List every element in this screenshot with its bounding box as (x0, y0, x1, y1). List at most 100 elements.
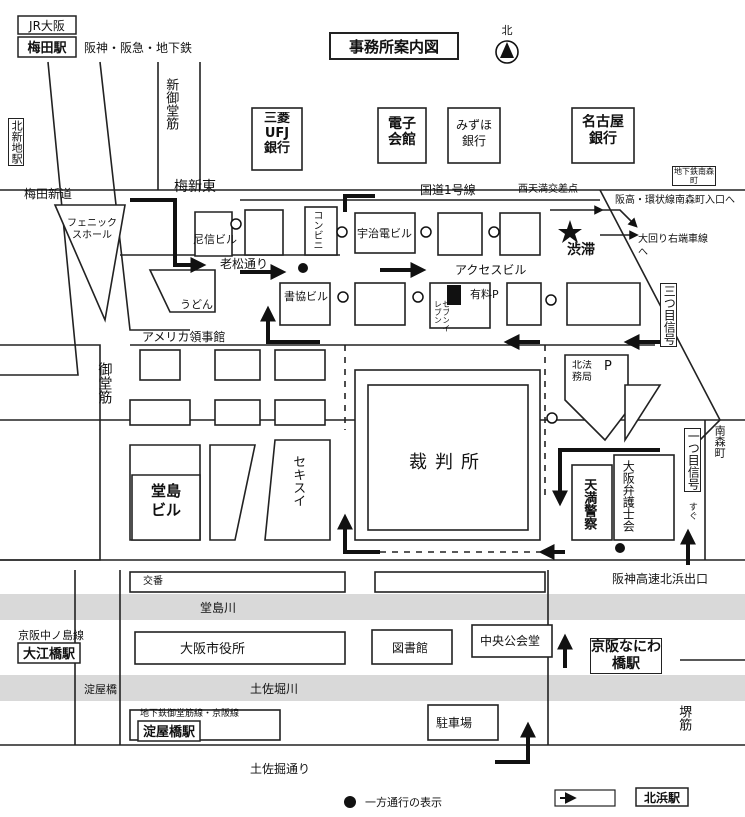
road-left-vertical (0, 61, 79, 376)
congestion-star-icon (558, 220, 582, 243)
kitashinchi-label: 北新地駅 (8, 118, 25, 166)
seven-vertical: セブンイレブン (433, 300, 449, 332)
block-o (374, 571, 546, 593)
denshi-label: 電子会館 (388, 116, 416, 149)
minamimorimachi-vertical: 南森町 (713, 425, 727, 458)
tosabori-river (0, 675, 745, 701)
city-hall-building (134, 631, 346, 665)
public-hall-label: 中央公会堂 (480, 633, 540, 648)
koban-block (129, 571, 346, 593)
library-label: 図書館 (392, 640, 428, 655)
mitsubishi-building (251, 107, 303, 171)
kitahama-label: 北浜駅 (644, 790, 681, 805)
block-k (274, 399, 326, 426)
phoenix-fo: フェニックスホール (67, 218, 117, 241)
umeda-station-frame (17, 36, 77, 58)
kitahomu-fo: 北法務局 (572, 360, 592, 383)
big-turn-label: 大回り右端車線へ (638, 234, 708, 258)
paid-parking-label: 有料P (470, 287, 499, 301)
map-title: 事務所案内図 (349, 38, 439, 56)
convenience-label: コンビニ (311, 210, 322, 250)
us-consulate-label: アメリカ領事館 (142, 329, 225, 344)
hanshin-loop-fo: 阪高・環状線南森町入口へ (615, 195, 735, 206)
block-g (214, 349, 261, 381)
route-thin-2 (600, 209, 638, 228)
naniwabashi-fo: 京阪なにわ橋駅 (590, 638, 662, 674)
udon-label: うどん (180, 298, 213, 311)
umeshindo-east-label: 梅新東 (174, 179, 216, 195)
tosabori-dori-label: 土佐掘通り (250, 761, 310, 776)
north-arrow-icon (500, 42, 514, 58)
jutai-label: 渋滞 (567, 241, 595, 258)
route-arrow-13 (495, 721, 536, 764)
phoenix-hall-triangle (53, 204, 126, 323)
north-label: 北 (502, 24, 513, 37)
hanshin-exit-label: 阪神高速北浜出口 (612, 571, 708, 586)
keihan-nakanoshima-label: 京阪中ノ島線 (18, 628, 84, 642)
shin-midosuji-label: 新御堂筋 (163, 78, 179, 130)
umeda-lines-label: 阪神・阪急・地下鉄 (84, 40, 192, 55)
mitsume-label: 三つ目信号 (660, 283, 678, 347)
bar-association-building (613, 454, 675, 541)
library-building (371, 629, 453, 665)
block-j (214, 399, 261, 426)
uji-building (354, 212, 416, 254)
block-l (624, 384, 662, 443)
mitsubishi-fo: 三菱UFJ銀行 (263, 112, 290, 156)
us-consulate-building (139, 349, 181, 381)
jr-osaka-frame (17, 15, 77, 35)
road-midosuji-w (0, 344, 101, 561)
kitahomu-label: 北法務局 (572, 360, 592, 383)
nagoya-building (571, 107, 635, 164)
oneway-icons (230, 218, 625, 808)
oebashi-frame (17, 642, 81, 664)
kitashinchi-vertical: 北新地駅 (8, 118, 25, 166)
minamimorimachi-label: 南森町 (713, 425, 727, 458)
sekisui-building (264, 439, 331, 541)
oneway-legend-label: 一方通行の表示 (365, 795, 442, 809)
mitsume-vertical: 三つ目信号 (660, 283, 678, 347)
oneway-icon-5 (337, 291, 349, 303)
shin-midosuji-vertical: 新御堂筋 (163, 78, 179, 130)
mizuho-building (447, 107, 501, 164)
dojima-river (0, 594, 745, 620)
koban-label: 交番 (143, 574, 163, 587)
court-inner (367, 384, 529, 531)
phoenix-label: フェニックスホール (67, 218, 117, 241)
yodoyabashi-label: 淀屋橋駅 (143, 724, 196, 740)
bar-assoc-vertical: 大阪弁護士会 (621, 460, 636, 532)
route-arrow-5 (260, 305, 320, 344)
convenience-vertical: コンビニ (311, 210, 322, 250)
block-f (566, 282, 641, 326)
denshi-fo: 電子会館 (388, 116, 416, 149)
sugu-vertical: すぐ (687, 502, 697, 520)
nagoya-fo: 名古屋銀行 (582, 114, 624, 147)
amagasaki-label: 尼信ビル (193, 233, 237, 246)
mizuho-label: みずほ銀行 (455, 118, 492, 148)
sakaisuji-vertical: 堺筋 (676, 705, 691, 731)
tenma-police-building (571, 464, 613, 541)
bar-assoc-label: 大阪弁護士会 (621, 460, 636, 532)
shokyo-label: 書協ビル (284, 289, 328, 303)
mitsubishi-label: 三菱UFJ銀行 (263, 112, 290, 156)
block-n (209, 444, 256, 541)
oneway-icon-6 (412, 291, 424, 303)
dojima-fo: 堂島ビル (151, 482, 181, 519)
yodoyabashi-bridge-label: 淀屋橋 (84, 682, 117, 696)
amagasaki-building (194, 211, 233, 257)
kitahomu-building (564, 354, 629, 442)
sekisui-vertical: セキスイ (290, 455, 306, 507)
block-i (129, 399, 191, 426)
sekisui-label: セキスイ (290, 455, 306, 507)
dojima-building (131, 474, 201, 541)
denshi-building (377, 107, 427, 164)
naniwabashi-label: 京阪なにわ橋駅 (590, 638, 662, 674)
uji-label: 宇治電ビル (357, 226, 412, 240)
subway-mm-label: 地下鉄南森町 (672, 166, 716, 187)
hitotsume-vertical: 一つ目信号 (684, 428, 702, 492)
route-arrow-1 (130, 198, 207, 273)
block-c (499, 212, 541, 256)
oneway-icon-10 (615, 543, 625, 553)
hitotsume-label: 一つ目信号 (684, 428, 702, 492)
court-label: 裁判所 (409, 452, 487, 473)
